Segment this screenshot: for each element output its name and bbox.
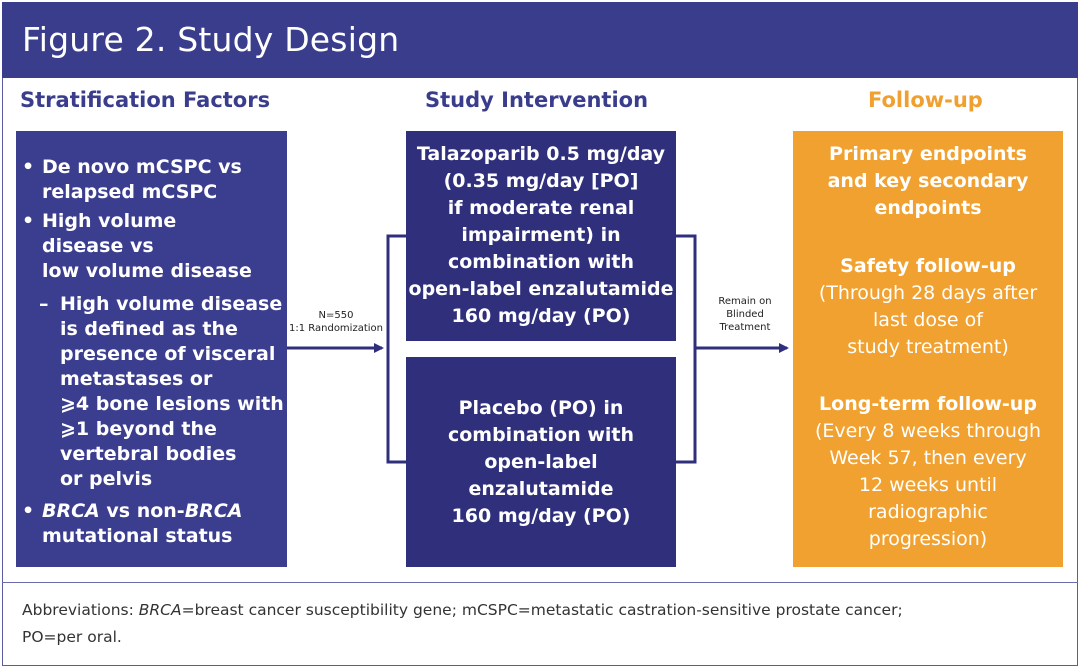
arm1-line-2: (0.35 mg/day [PO] <box>443 170 639 192</box>
bullet-marker: • <box>22 210 35 232</box>
primary-line-1: Primary endpoints <box>829 143 1027 165</box>
longterm-line-5: progression) <box>868 528 988 550</box>
arm1-line-4: impairment) in <box>461 224 621 246</box>
intervention-header: Study Intervention <box>425 88 648 112</box>
remain-line-2: Blinded <box>726 309 764 320</box>
remain-line-3: Treatment <box>719 322 771 333</box>
bullet-2-line-3: low volume disease <box>42 260 252 282</box>
bullet-marker: • <box>22 500 35 522</box>
stratification-bullet-3: • BRCA vs non-BRCA mutational status <box>22 499 284 549</box>
safety-title: Safety follow-up <box>840 255 1016 277</box>
longterm-title: Long-term follow-up <box>819 393 1037 415</box>
bullet-2-line-1: High volume <box>42 210 177 232</box>
remain-label: Remain on Blinded Treatment <box>699 295 791 334</box>
intervention-header-text: Study Intervention <box>425 88 649 112</box>
randomization-n: N=550 <box>318 310 354 321</box>
placebo-arm-box: Placebo (PO) in combination with open-la… <box>406 357 676 567</box>
arm1-line-5: combination with <box>447 251 635 273</box>
remain-line-1: Remain on <box>718 296 772 307</box>
bullet-1-line-2: relapsed mCSPC <box>42 181 218 203</box>
footer-brca: BRCA <box>138 601 182 619</box>
brca-term: BRCA <box>42 500 100 522</box>
sub-line-4: metastases or <box>60 368 213 390</box>
arm2-line-3: open-label <box>484 451 598 473</box>
stratification-bullet-2: • High volume disease vs low volume diseas… <box>22 209 284 284</box>
followup-box: Primary endpoints and key secondary endp… <box>793 131 1063 567</box>
sub-line-1: High volume disease <box>60 293 283 315</box>
sub-line-8: or pelvis <box>60 468 153 490</box>
sub-line-7: vertebral bodies <box>60 443 237 465</box>
bullet-1-line-1: De novo mCSPC vs <box>42 156 242 178</box>
stratification-box: • De novo mCSPC vs relapsed mCSPC • High … <box>16 131 287 567</box>
followup-header: Follow-up <box>868 88 983 112</box>
primary-endpoints: Primary endpoints and key secondary endp… <box>793 141 1063 222</box>
stratification-bullet-1: • De novo mCSPC vs relapsed mCSPC <box>22 155 284 205</box>
abbreviations-footer: Abbreviations: BRCA=breast cancer suscep… <box>22 597 1062 651</box>
sub-line-6: ⩾1 beyond the <box>60 418 217 440</box>
figure-title: Figure 2. Study Design <box>22 20 400 59</box>
footer-line-1: =breast cancer susceptibility gene; mCSP… <box>181 601 903 619</box>
bullet-3-line-2: mutational status <box>42 525 233 547</box>
randomization-ratio: 1:1 Randomization <box>289 323 383 334</box>
talazoparib-arm-box: Talazoparib 0.5 mg/day (0.35 mg/day [PO]… <box>406 131 676 341</box>
bullet-2-line-2: disease vs <box>42 235 154 257</box>
bullet-3-vs: vs non- <box>99 500 185 522</box>
arm1-line-6: open-label enzalutamide <box>408 278 674 300</box>
stratification-sub-bullet: – High volume disease is defined as the … <box>39 292 289 492</box>
primary-line-2: and key secondary <box>827 170 1029 192</box>
randomization-label: N=550 1:1 Randomization <box>288 309 384 335</box>
footer-divider <box>2 582 1078 583</box>
sub-line-2: is defined as the <box>60 318 238 340</box>
dash-marker: – <box>39 293 49 315</box>
bullet-marker: • <box>22 156 35 178</box>
primary-line-3: endpoints <box>874 197 982 219</box>
arm1-line-3: if moderate renal <box>447 197 635 219</box>
arm1-line-1: Talazoparib 0.5 mg/day <box>416 143 666 165</box>
right-bracket <box>676 234 697 464</box>
sub-line-3: presence of visceral <box>60 343 276 365</box>
footer-prefix: Abbreviations: <box>22 601 139 619</box>
safety-line-3: study treatment) <box>847 336 1009 358</box>
longterm-line-3: 12 weeks until <box>858 474 998 496</box>
longterm-line-2: Week 57, then every <box>829 447 1027 469</box>
arm1-line-7: 160 mg/day (PO) <box>451 305 631 327</box>
arm2-line-2: combination with <box>447 424 635 446</box>
arm2-line-4: enzalutamide <box>468 478 614 500</box>
arm2-line-5: 160 mg/day (PO) <box>451 505 631 527</box>
title-bar: Figure 2. Study Design <box>2 2 1078 78</box>
longterm-followup: Long-term follow-up (Every 8 weeks throu… <box>793 391 1063 553</box>
footer-line-2: PO=per oral. <box>22 628 122 646</box>
stratification-header: Stratification Factors <box>20 88 271 112</box>
arm2-line-1: Placebo (PO) in <box>458 397 624 419</box>
safety-line-2: last dose of <box>873 309 983 331</box>
longterm-line-4: radiographic <box>868 501 988 523</box>
safety-line-1: (Through 28 days after <box>818 282 1038 304</box>
sub-line-5: ⩾4 bone lesions with <box>60 393 284 415</box>
brca-term-2: BRCA <box>184 500 243 522</box>
safety-followup: Safety follow-up (Through 28 days after … <box>793 253 1063 361</box>
left-bracket <box>386 234 406 464</box>
longterm-line-1: (Every 8 weeks through <box>814 420 1042 442</box>
